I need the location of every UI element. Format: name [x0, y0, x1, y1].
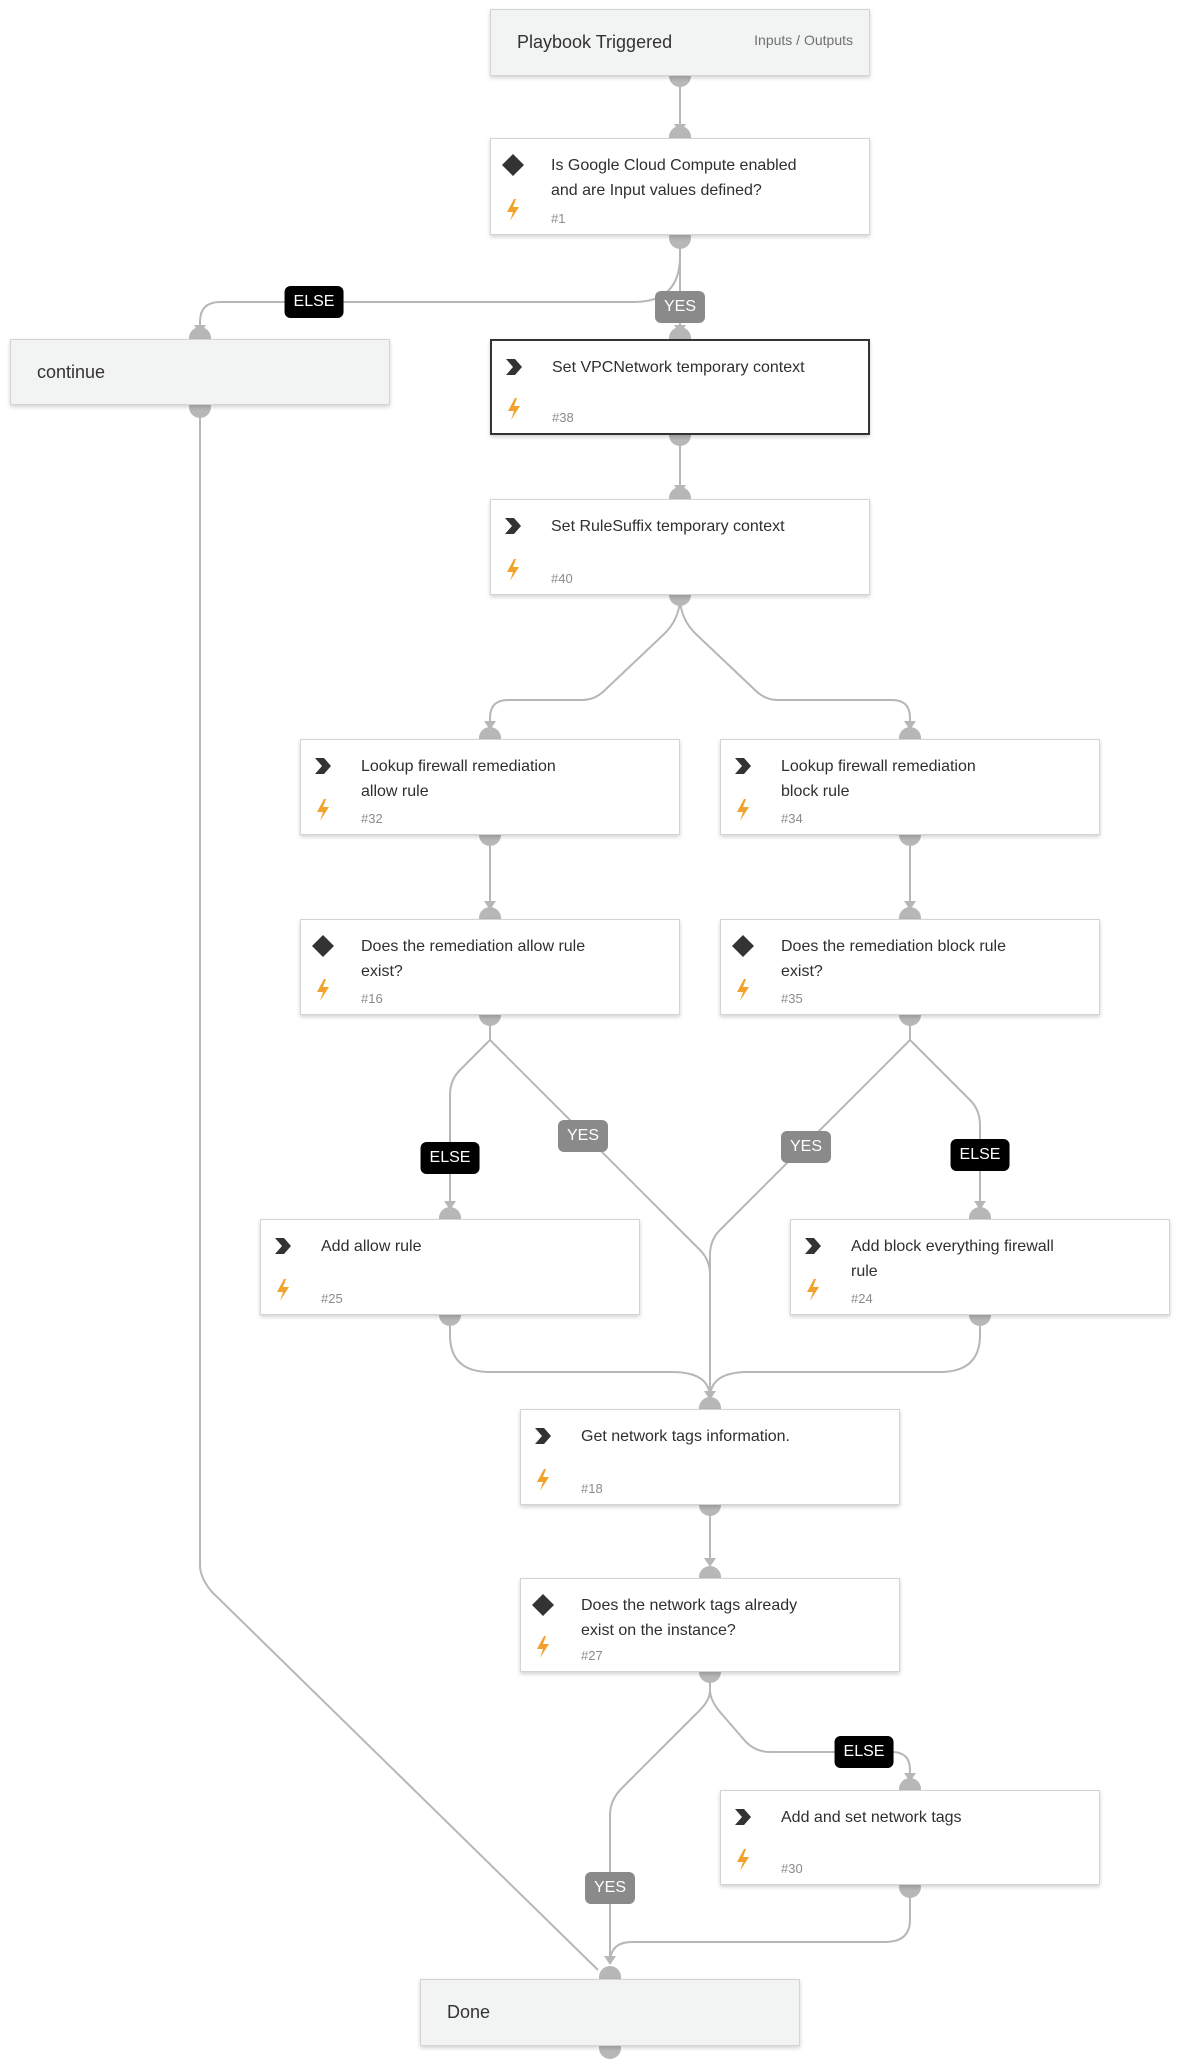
node-title: Done [447, 2002, 491, 2022]
node-title: Lookup firewall remediation allow rule [361, 758, 556, 800]
node-action-40[interactable]: Set RuleSuffix temporary context #40 [490, 499, 870, 595]
edge-n16-n18-yes [489, 1017, 711, 1398]
edge-n40-n32 [489, 596, 681, 728]
node-condition-16[interactable]: Does the remediation allow rule exist? #… [300, 919, 680, 1015]
lightning-icon [537, 1469, 549, 1491]
node-id: #35 [781, 991, 803, 1006]
chevron-right-icon [275, 1238, 291, 1254]
condition-diamond-icon [502, 154, 524, 176]
node-id: #18 [581, 1481, 603, 1496]
node-action-25[interactable]: Add allow rule #25 [260, 1219, 640, 1315]
edge-n35-n18-yes [709, 1017, 911, 1398]
edge-n24-n18 [709, 1317, 981, 1399]
edge-label-else[interactable]: ELSE [950, 1139, 1010, 1171]
node-playbook-triggered[interactable]: Playbook Triggered Inputs / Outputs [490, 9, 870, 76]
node-id: #16 [361, 991, 383, 1006]
edge-label-yes[interactable]: YES [780, 1131, 832, 1163]
arrowhead [904, 1773, 916, 1782]
edge-n30-done [609, 1885, 911, 1964]
lightning-icon [277, 1279, 289, 1301]
node-continue[interactable]: continue [10, 339, 390, 405]
arrowhead [604, 1956, 616, 1965]
chevron-right-icon [505, 518, 521, 534]
chevron-right-icon [735, 1809, 751, 1825]
node-title: continue [37, 362, 106, 382]
lightning-icon [807, 1279, 819, 1301]
node-id: #27 [581, 1648, 603, 1663]
node-title: Set RuleSuffix temporary context [551, 518, 785, 535]
arrowhead [704, 1558, 716, 1567]
node-title: Set VPCNetwork temporary context [552, 359, 805, 376]
node-title: Playbook Triggered [517, 32, 673, 52]
lightning-icon [737, 799, 749, 821]
chevron-right-icon [735, 758, 751, 774]
condition-diamond-icon [732, 935, 754, 957]
node-id: #38 [552, 410, 574, 425]
lightning-icon [737, 979, 749, 1001]
edge-label-else[interactable]: ELSE [284, 286, 344, 318]
lightning-icon [537, 1636, 549, 1658]
node-title: Does the remediation allow rule exist? [361, 938, 586, 980]
node-id: #25 [321, 1291, 343, 1306]
node-title: Does the remediation block rule exist? [781, 938, 1007, 980]
condition-diamond-icon [312, 935, 334, 957]
node-id: #1 [551, 211, 566, 226]
edge-n1-continue-else [199, 240, 681, 332]
chevron-right-icon [506, 359, 522, 375]
node-id: #32 [361, 811, 383, 826]
edge-label-yes[interactable]: YES [557, 1120, 609, 1152]
node-id: #30 [781, 1861, 803, 1876]
node-title: Add allow rule [321, 1238, 422, 1255]
arrowhead [904, 721, 916, 730]
node-action-24[interactable]: Add block everything firewall rule #24 [790, 1219, 1170, 1315]
node-title: Lookup firewall remediation block rule [781, 758, 976, 800]
node-condition-1[interactable]: Is Google Cloud Compute enabled and are … [490, 138, 870, 235]
node-title: Does the network tags already exist on t… [581, 1597, 798, 1639]
arrowhead [444, 1201, 456, 1210]
node-title: Get network tags information. [581, 1428, 790, 1445]
chevron-right-icon [535, 1428, 551, 1444]
node-title: Is Google Cloud Compute enabled and are … [551, 157, 797, 199]
lightning-icon [507, 559, 519, 581]
node-action-30[interactable]: Add and set network tags #30 [720, 1790, 1100, 1885]
node-done[interactable]: Done [420, 1979, 800, 2046]
arrowhead [704, 1391, 716, 1400]
condition-diamond-icon [532, 1594, 554, 1616]
node-id: #34 [781, 811, 803, 826]
lightning-icon [737, 1849, 749, 1871]
edge-label-else[interactable]: ELSE [420, 1142, 480, 1174]
lightning-icon [508, 398, 520, 420]
lightning-icon [507, 199, 519, 221]
chevron-right-icon [315, 758, 331, 774]
chevron-right-icon [805, 1238, 821, 1254]
edge-label-yes[interactable]: YES [584, 1872, 636, 1904]
lightning-icon [317, 979, 329, 1001]
edge-n25-n18 [449, 1317, 711, 1399]
node-action-18[interactable]: Get network tags information. #18 [520, 1409, 900, 1505]
edge-n35-n24-else [909, 1017, 981, 1208]
edge-label-yes[interactable]: YES [654, 291, 706, 323]
node-title: Add and set network tags [781, 1809, 962, 1826]
node-action-32[interactable]: Lookup firewall remediation allow rule #… [300, 739, 680, 835]
node-action-38[interactable]: Set VPCNetwork temporary context #38 [490, 339, 870, 435]
node-condition-35[interactable]: Does the remediation block rule exist? #… [720, 919, 1100, 1015]
node-title: Add block everything firewall rule [851, 1238, 1054, 1280]
node-id: #40 [551, 571, 573, 586]
lightning-icon [317, 799, 329, 821]
edge-n40-n34 [679, 596, 911, 728]
arrowhead [974, 1201, 986, 1210]
node-action-34[interactable]: Lookup firewall remediation block rule #… [720, 739, 1100, 835]
inputs-outputs-link[interactable]: Inputs / Outputs [754, 32, 853, 48]
edge-label-else[interactable]: ELSE [834, 1736, 894, 1768]
edge-n27-n30-else [709, 1674, 911, 1780]
arrowhead [484, 721, 496, 730]
node-condition-27[interactable]: Does the network tags already exist on t… [520, 1578, 900, 1672]
arrowhead [484, 901, 496, 910]
arrowhead [904, 901, 916, 910]
edge-continue-done [199, 405, 599, 1971]
node-id: #24 [851, 1291, 873, 1306]
edge-n16-n25-else [449, 1017, 491, 1208]
edge-n27-done-yes [609, 1674, 711, 1963]
